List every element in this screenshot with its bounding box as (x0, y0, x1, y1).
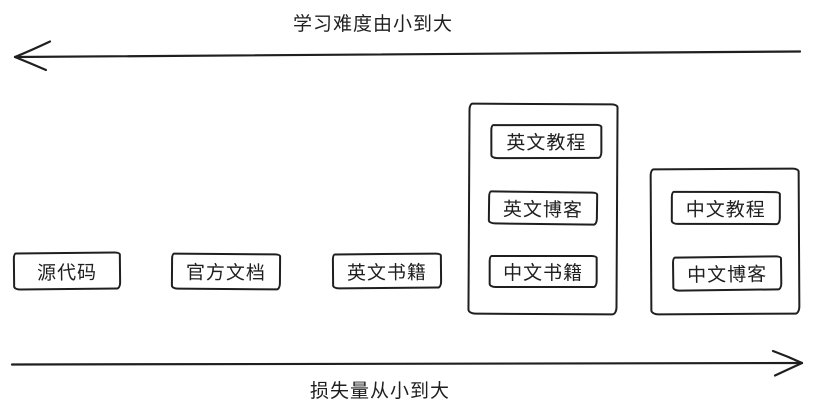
node-source-code: 源代码 (12, 251, 122, 291)
node-chinese-books-label: 中文书籍 (503, 263, 584, 285)
node-english-tutorials-label: 英文教程 (506, 132, 587, 155)
node-english-blogs: 英文博客 (487, 190, 599, 226)
node-english-tutorials: 英文教程 (490, 123, 603, 160)
node-english-blogs-label: 英文博客 (502, 199, 584, 221)
top-axis-label: 学习难度由小到大 (293, 14, 454, 35)
node-chinese-tutorials-label: 中文教程 (685, 199, 766, 221)
node-english-books-label: 英文书籍 (346, 262, 428, 284)
group-box-2: 中文教程 中文博客 (649, 167, 801, 316)
node-official-docs-label: 官方文档 (185, 262, 267, 285)
right-arrow (10, 349, 804, 377)
node-chinese-books: 中文书籍 (488, 255, 598, 289)
node-english-books: 英文书籍 (331, 252, 443, 290)
node-chinese-blogs: 中文博客 (671, 255, 783, 292)
left-arrow (13, 40, 802, 72)
node-official-docs: 官方文档 (170, 252, 282, 291)
node-chinese-tutorials: 中文教程 (670, 190, 781, 226)
group-box-1: 英文教程 英文博客 中文书籍 (467, 102, 619, 316)
node-chinese-blogs-label: 中文博客 (687, 264, 768, 287)
bottom-axis-label: 损失量从小到大 (310, 381, 451, 402)
node-source-code-label: 源代码 (36, 262, 98, 284)
